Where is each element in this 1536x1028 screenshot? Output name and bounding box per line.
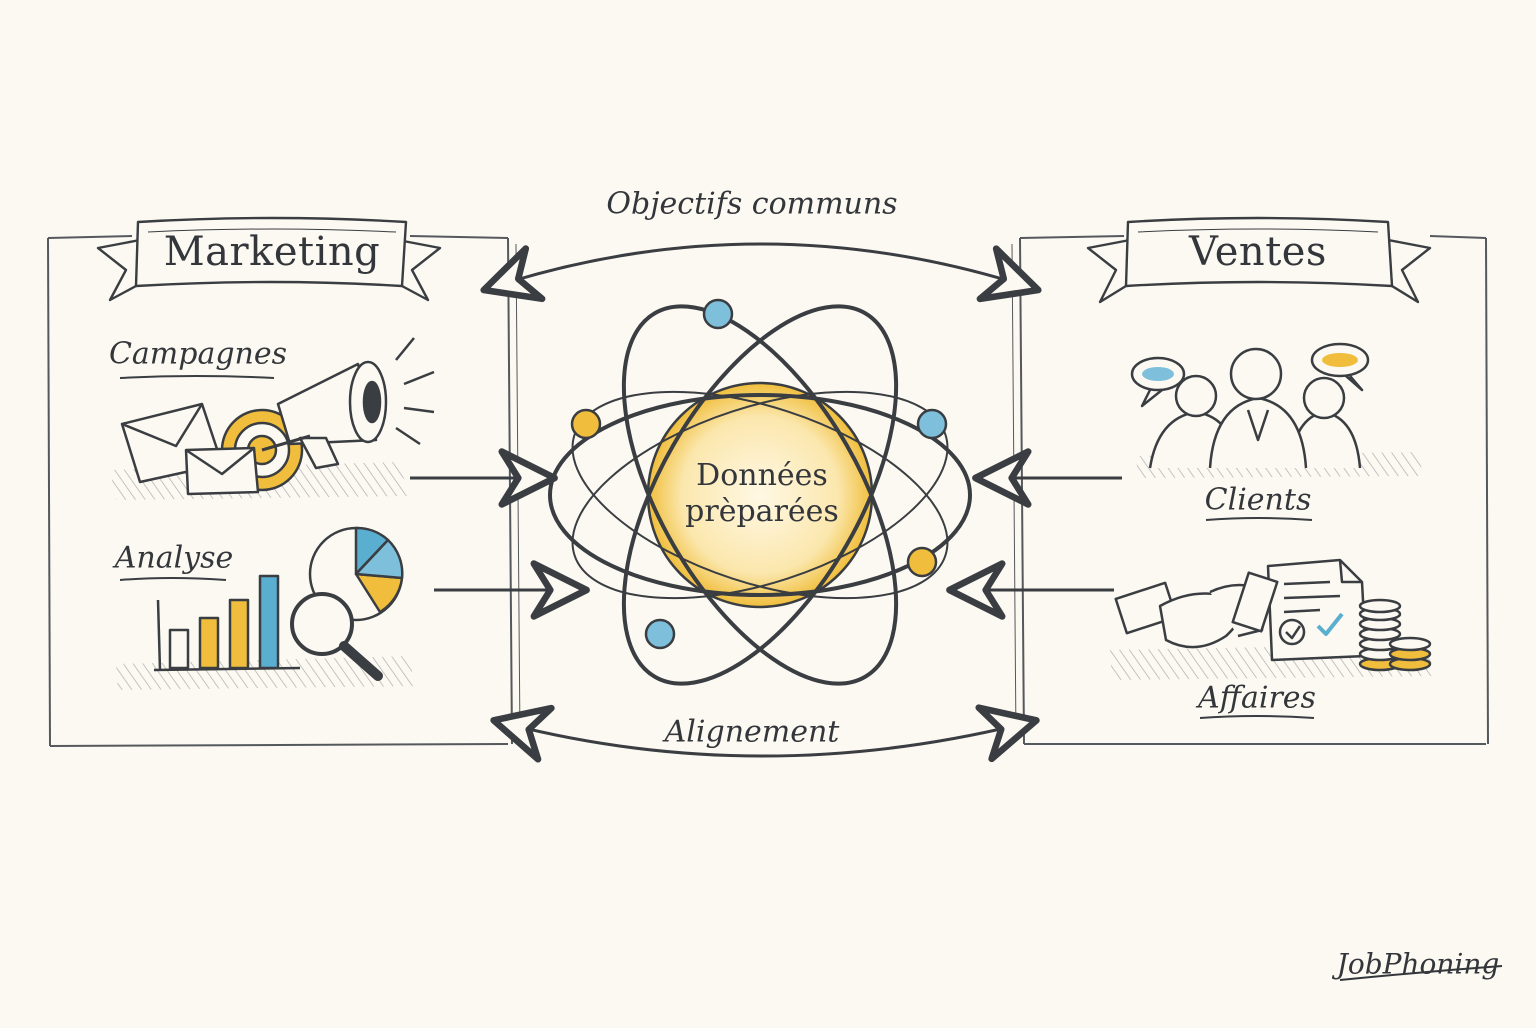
- center-label: Données prèparées: [685, 458, 839, 530]
- atom-icon: [548, 298, 972, 686]
- electron-gold-left: [570, 408, 602, 440]
- people-speech-icon: [1130, 342, 1422, 478]
- electron-gold-right: [906, 546, 938, 578]
- electron-blue-bottom: [644, 618, 676, 650]
- center-label-line1: Données: [696, 458, 828, 493]
- megaphone-target-envelope-icon: [110, 337, 435, 500]
- ventes-banner-label: Ventes: [1189, 229, 1327, 275]
- alignement-label: Alignement: [664, 714, 840, 750]
- clients-label: Clients: [1204, 482, 1312, 518]
- objectifs-double-arrow: [480, 242, 1042, 303]
- electron-blue-right: [916, 408, 948, 440]
- alignement-double-arrow: [490, 704, 1040, 763]
- marketing-banner: [96, 216, 442, 302]
- center-label-line2: prèparées: [685, 494, 839, 529]
- electron-blue-top: [702, 298, 734, 330]
- affaires-label: Affaires: [1198, 680, 1316, 716]
- watermark-logo: JobPhoning: [1336, 947, 1500, 981]
- ventes-banner: [1086, 216, 1432, 304]
- objectifs-label: Objectifs communs: [606, 186, 898, 222]
- flow-arrows: [410, 448, 1122, 620]
- analyse-label: Analyse: [114, 540, 234, 576]
- campagnes-label: Campagnes: [108, 336, 288, 372]
- watermark-underline: [1339, 965, 1503, 981]
- chart-magnifier-icon: [116, 526, 414, 690]
- label-underlines: [119, 375, 1315, 719]
- marketing-banner-label: Marketing: [163, 229, 381, 275]
- handshake-contract-coins-icon: [1110, 558, 1432, 680]
